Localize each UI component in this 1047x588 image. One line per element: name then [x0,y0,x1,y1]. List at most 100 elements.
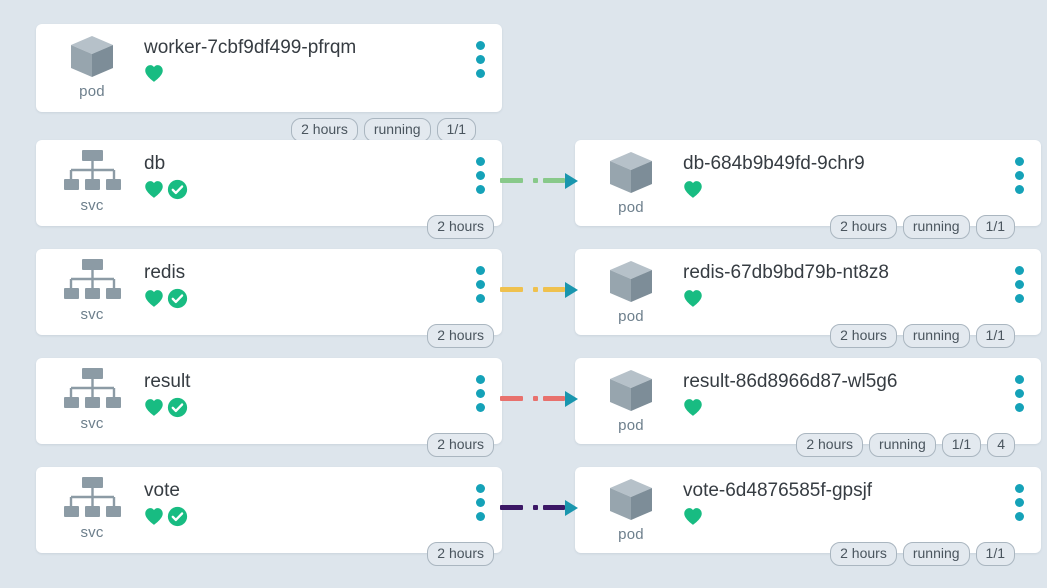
kebab-menu-icon[interactable] [476,484,486,522]
node-status-row [144,287,458,309]
connector-dot [533,505,538,510]
connector-arrowhead [565,391,578,407]
node-title: result-86d8966d87-wl5g6 [683,371,898,392]
synced-check-icon [167,288,188,308]
cube-icon [610,152,652,193]
node-main: db-684b9b49fd-9chr9 [683,152,997,200]
node-kind-block: pod [595,366,667,434]
connector-dot [533,396,538,401]
node-main: vote-6d4876585f-gpsjf [683,479,997,527]
node-kind-label: pod [618,199,644,216]
node-badges-svc-result: 2 hours [427,433,494,457]
node-status-row [683,505,997,527]
node-body: svc vote [36,467,502,553]
status-badge: 1/1 [941,433,982,457]
node-body: pod result-86d8966d87-wl5g6 [575,358,1041,444]
status-badge: 2 hours [830,324,897,348]
service-tree-icon [64,477,121,517]
node-kind-block: svc [56,366,128,432]
status-badge: running [902,542,970,566]
node-main: db [144,152,458,200]
heart-icon [684,180,702,198]
node-kind-label: pod [79,83,105,100]
status-badge: 2 hours [427,433,494,457]
resource-node-pod-vote[interactable]: pod vote-6d4876585f-gpsjf [575,467,1041,553]
status-badge: 2 hours [427,324,494,348]
connector-dash [543,178,565,183]
connector-dash [543,287,565,292]
node-main: redis [144,261,458,309]
status-badge: 2 hours [427,542,494,566]
node-kind-label: svc [80,524,104,541]
node-kind-label: pod [618,526,644,543]
node-kind-label: svc [80,197,104,214]
node-title: db [144,153,166,174]
node-kind-block: svc [56,148,128,214]
heart-icon [145,289,163,307]
node-status-row [144,62,458,84]
cube-icon [71,36,113,77]
node-main: result [144,370,458,418]
cube-icon [610,261,652,302]
kebab-menu-icon[interactable] [1015,266,1025,304]
heart-icon [684,289,702,307]
node-status-row [683,287,997,309]
node-title: worker-7cbf9df499-pfrqm [144,37,357,58]
kebab-menu-icon[interactable] [476,157,486,195]
heart-icon [145,180,163,198]
kebab-menu-icon[interactable] [476,266,486,304]
heart-icon [145,398,163,416]
cube-icon [610,479,652,520]
connector-dash [543,396,565,401]
connector-arrowhead [565,282,578,298]
node-title: redis-67db9bd79b-nt8z8 [683,262,889,283]
resource-node-pod-db[interactable]: pod db-684b9b49fd-9chr9 [575,140,1041,226]
node-kind-block: pod [595,148,667,216]
heart-icon [145,507,163,525]
status-badge: 4 [987,433,1015,457]
connector-arrowhead [565,500,578,516]
service-tree-icon [64,368,121,408]
resource-node-pod-redis[interactable]: pod redis-67db9bd79b-nt8z8 [575,249,1041,335]
resource-node-svc-vote[interactable]: svc vote [36,467,502,553]
status-badge: 1/1 [975,542,1015,566]
connector-edge-db [500,170,578,190]
resource-node-pod-worker[interactable]: pod worker-7cbf9df499-pfrqm [36,24,502,112]
status-badge: running [869,433,936,457]
status-badge: 2 hours [291,118,358,142]
status-badge: 2 hours [796,433,864,457]
node-body: pod worker-7cbf9df499-pfrqm [36,24,502,112]
connector-dash [543,505,565,510]
node-title: vote [144,480,180,501]
node-badges-svc-redis: 2 hours [427,324,494,348]
resource-node-svc-db[interactable]: svc db [36,140,502,226]
connector-dash [500,396,523,401]
node-status-row [144,396,458,418]
status-badge: 2 hours [427,215,494,239]
node-kind-label: pod [618,417,644,434]
node-body: svc result [36,358,502,444]
node-main: worker-7cbf9df499-pfrqm [144,36,458,84]
node-status-row [683,396,997,418]
node-kind-label: pod [618,308,644,325]
resource-node-pod-result[interactable]: pod result-86d8966d87-wl5g6 [575,358,1041,444]
node-status-row [144,178,458,200]
service-tree-icon [64,259,121,299]
node-body: svc db [36,140,502,226]
kebab-menu-icon[interactable] [476,375,486,413]
resource-node-svc-result[interactable]: svc result [36,358,502,444]
connector-edge-redis [500,279,578,299]
kebab-menu-icon[interactable] [476,41,486,79]
kebab-menu-icon[interactable] [1015,375,1025,413]
synced-check-icon [167,506,188,526]
connector-dot [533,178,538,183]
kebab-menu-icon[interactable] [1015,484,1025,522]
status-badge: running [902,324,970,348]
kebab-menu-icon[interactable] [1015,157,1025,195]
